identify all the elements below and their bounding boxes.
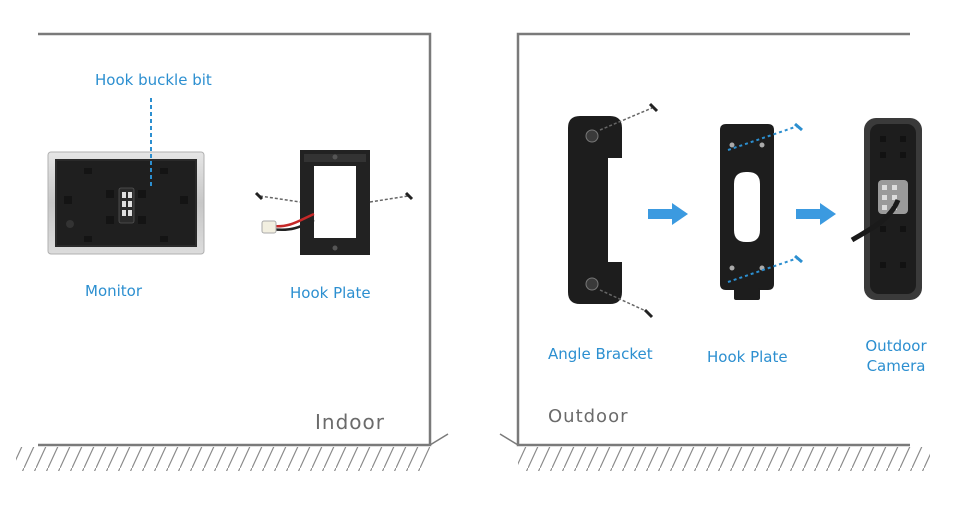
outdoor-room [499, 32, 930, 471]
indoor-room-label: Indoor [315, 410, 385, 434]
outdoor-camera-label-line2: Camera [866, 356, 926, 375]
screw-icon [404, 191, 414, 201]
outdoor-wall-outline [516, 32, 910, 447]
screw-icon [794, 254, 803, 264]
arrow-right-icon [796, 203, 836, 225]
indoor-floor-hatch [16, 447, 430, 471]
screw-icon [254, 191, 264, 201]
indoor-room [16, 32, 449, 471]
indoor-corner-line [429, 433, 449, 446]
indoor-wall-outline [38, 32, 432, 447]
arrow-right-icon [648, 203, 688, 225]
screw-icon [648, 102, 659, 113]
hook-buckle-bit-label: Hook buckle bit [95, 71, 212, 89]
outdoor-camera [850, 118, 922, 300]
screw-icon [643, 308, 654, 319]
outdoor-corner-line [499, 433, 519, 446]
outdoor-room-label: Outdoor [548, 406, 629, 427]
connector-pins [122, 192, 132, 216]
indoor-hook-plate [254, 150, 414, 255]
monitor-label: Monitor [85, 282, 143, 300]
monitor-device [47, 151, 205, 255]
indoor-hook-plate-label: Hook Plate [290, 284, 371, 302]
angle-bracket-label: Angle Bracket [548, 345, 653, 363]
screw-icon [794, 122, 803, 132]
outdoor-hook-plate-label: Hook Plate [707, 348, 788, 366]
connector-plug-icon [261, 220, 277, 234]
outdoor-floor-hatch [518, 447, 930, 471]
outdoor-camera-label: Outdoor Camera [858, 337, 934, 376]
outdoor-camera-label-line1: Outdoor [865, 337, 927, 355]
angle-bracket [568, 102, 659, 319]
outdoor-hook-plate [720, 122, 803, 300]
